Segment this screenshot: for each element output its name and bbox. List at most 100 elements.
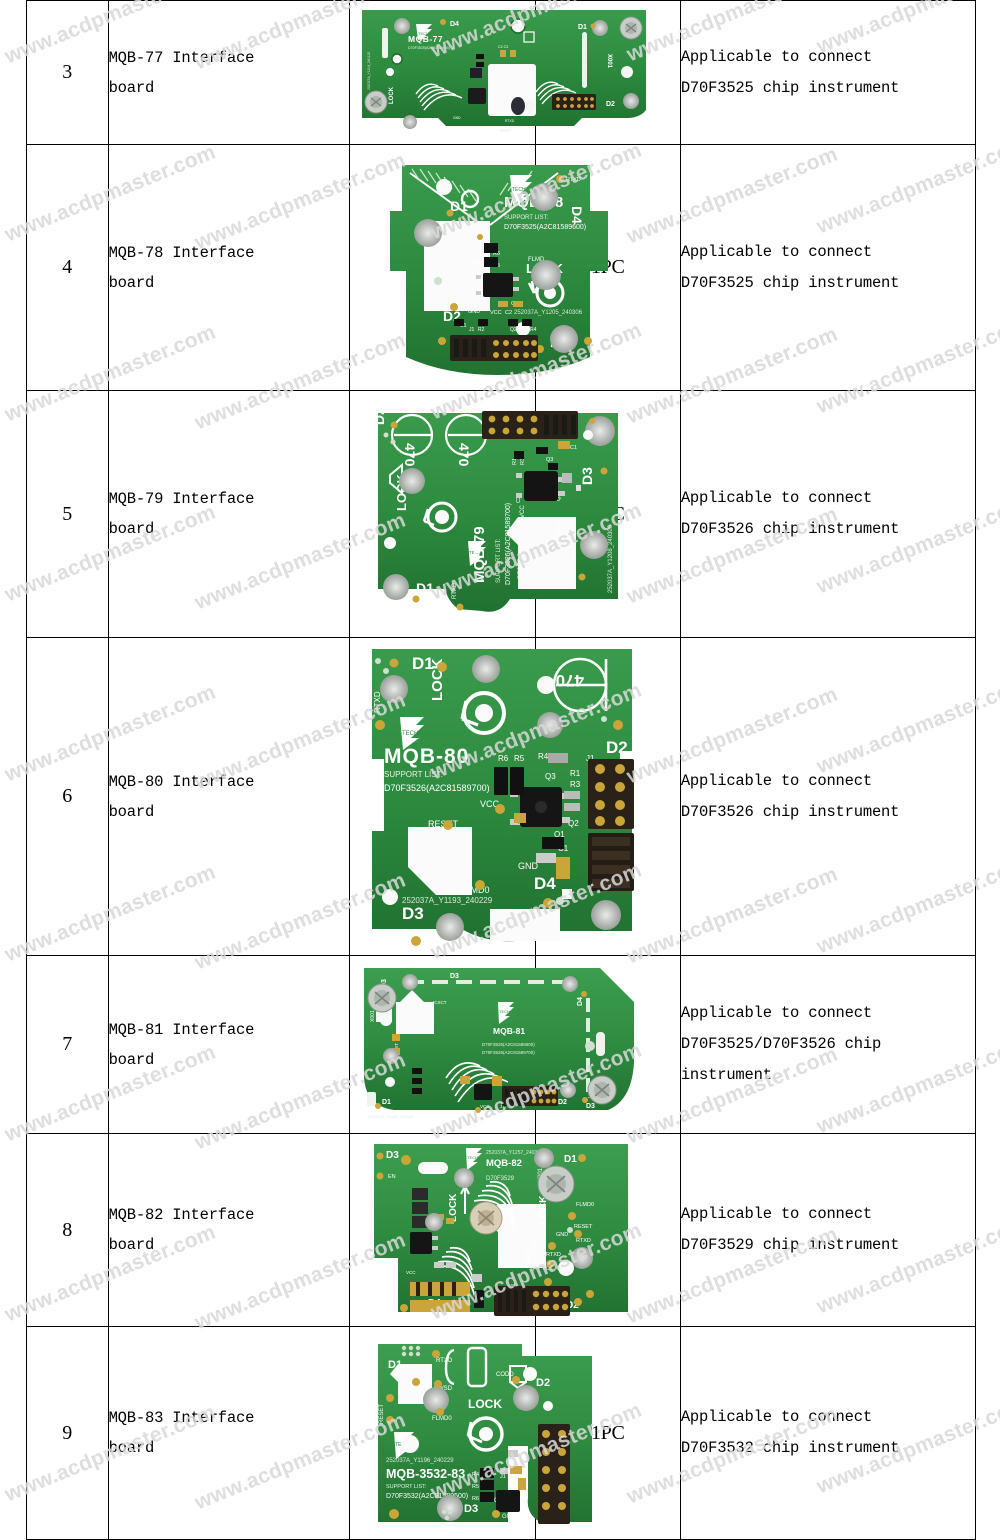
row-number: 8 bbox=[62, 1218, 73, 1241]
pcb-photo-mqb-78: MQB-78 SUPPORT LIST: D70F3525(A2C8158960… bbox=[350, 151, 640, 384]
svg-text:VCC: VCC bbox=[480, 1104, 490, 1109]
svg-text:X001: X001 bbox=[606, 54, 612, 69]
svg-text:TECH: TECH bbox=[469, 550, 481, 555]
svg-text:Q3: Q3 bbox=[473, 259, 480, 265]
row-image-cell: TECH MQB-81 D70F3525(A2C81589600) D70F35… bbox=[348, 955, 634, 1134]
svg-text:J1: J1 bbox=[500, 1104, 505, 1109]
svg-text:EN: EN bbox=[388, 1174, 396, 1180]
svg-text:R4: R4 bbox=[530, 327, 537, 333]
svg-text:C2 C3: C2 C3 bbox=[498, 45, 508, 49]
row-description-cell: Applicable to connect D70F3525 chip inst… bbox=[679, 0, 977, 145]
svg-text:FLMD: FLMD bbox=[528, 257, 545, 263]
svg-text:Q3: Q3 bbox=[546, 457, 553, 463]
svg-text:Q3: Q3 bbox=[545, 772, 556, 781]
svg-text:252037A_Y1104_240115: 252037A_Y1104_240115 bbox=[367, 52, 371, 90]
row-name-cell: MQB-79 Interface board bbox=[107, 390, 350, 638]
svg-text:FLMD0: FLMD0 bbox=[532, 1239, 538, 1257]
row-name-cell: MQB-78 Interface board bbox=[107, 144, 350, 391]
svg-text:D70F3526(A2C81589700): D70F3526(A2C81589700) bbox=[384, 783, 490, 793]
svg-text:D70F3529: D70F3529 bbox=[486, 1176, 515, 1182]
row-image-cell: 470 470 LOCK bbox=[348, 390, 618, 638]
row-name-cell: MQB-77 Interface board bbox=[107, 0, 350, 145]
svg-text:GND: GND bbox=[502, 1514, 516, 1520]
svg-text:LOCK: LOCK bbox=[389, 86, 395, 104]
table-row: 7 MQB-81 Interface board bbox=[26, 955, 977, 1134]
svg-text:MQB-82: MQB-82 bbox=[486, 1158, 522, 1169]
row-image-cell: MQB-78 SUPPORT LIST: D70F3525(A2C8158960… bbox=[348, 144, 608, 391]
table-row: 4 MQB-78 Interface board bbox=[26, 144, 977, 391]
desc-line2: D70F3532 chip instrument bbox=[680, 1439, 900, 1457]
part-name-line1: MQB-78 Interface bbox=[108, 243, 255, 262]
row-number: 9 bbox=[62, 1421, 73, 1444]
row-number: 6 bbox=[62, 785, 73, 807]
svg-text:252037A_Y1196_240229: 252037A_Y1196_240229 bbox=[386, 1458, 454, 1464]
svg-text:RESET: RESET bbox=[518, 558, 524, 578]
row-image-cell: LOCK TECH 252037A_Y1196_240229 MQB-3532-… bbox=[348, 1326, 592, 1540]
row-description-cell: Applicable to connect D70F3529 chip inst… bbox=[679, 1133, 977, 1327]
svg-text:252037A_Y1193_240229: 252037A_Y1193_240229 bbox=[402, 896, 493, 905]
svg-text:Q2: Q2 bbox=[568, 819, 579, 828]
svg-text:R4: R4 bbox=[472, 1472, 479, 1478]
svg-text:D1: D1 bbox=[412, 654, 434, 673]
svg-text:D3: D3 bbox=[450, 973, 459, 980]
svg-text:MQB-3532-83: MQB-3532-83 bbox=[386, 1467, 465, 1481]
row-description-cell: Applicable to connect D70F3532 chip inst… bbox=[679, 1326, 977, 1540]
svg-text:R2: R2 bbox=[478, 327, 485, 333]
svg-text:D70F3526(A2C81589700): D70F3526(A2C81589700) bbox=[505, 502, 512, 584]
svg-text:FLMD0: FLMD0 bbox=[432, 1416, 452, 1422]
svg-text:J1: J1 bbox=[500, 1474, 506, 1480]
svg-text:FLMD0: FLMD0 bbox=[576, 1202, 594, 1208]
parts-table: 3 MQB-77 Interface board bbox=[26, 0, 977, 1540]
desc-line2: D70F3525 chip instrument bbox=[680, 78, 900, 97]
row-number: 5 bbox=[62, 502, 73, 525]
svg-text:D3: D3 bbox=[386, 1150, 399, 1161]
svg-text:TECH: TECH bbox=[402, 731, 418, 737]
svg-text:R1: R1 bbox=[512, 457, 518, 464]
svg-text:SUPPORT LIST:: SUPPORT LIST: bbox=[384, 770, 443, 779]
svg-text:SUPPORT LIST:: SUPPORT LIST: bbox=[496, 538, 502, 582]
part-name-line1: MQB-83 Interface bbox=[108, 1409, 255, 1427]
svg-text:D70F3532(A2C81589500): D70F3532(A2C81589500) bbox=[386, 1493, 468, 1500]
svg-text:252037A_Y1208_240306: 252037A_Y1208_240306 bbox=[608, 524, 614, 593]
svg-text:RTXD: RTXD bbox=[452, 582, 458, 599]
svg-text:VCC: VCC bbox=[520, 504, 526, 517]
row-number-cell: 7 bbox=[26, 955, 109, 1134]
svg-text:470: 470 bbox=[555, 671, 583, 690]
svg-text:D3: D3 bbox=[464, 1503, 478, 1515]
svg-text:GND: GND bbox=[453, 116, 461, 120]
svg-text:D2: D2 bbox=[536, 1377, 550, 1389]
svg-text:SUPPORT LIST:: SUPPORT LIST: bbox=[504, 215, 548, 221]
row-name-cell: MQB-82 Interface board bbox=[107, 1133, 350, 1327]
part-name-line2: board bbox=[108, 1236, 155, 1254]
row-number: 7 bbox=[62, 1033, 73, 1055]
svg-text:D70F3525(A2C81589600): D70F3525(A2C81589600) bbox=[504, 224, 586, 231]
row-number-cell: 4 bbox=[26, 144, 109, 391]
row-name-cell: MQB-81 Interface board bbox=[107, 955, 350, 1134]
svg-text:FLMD0: FLMD0 bbox=[512, 74, 521, 86]
svg-text:R1: R1 bbox=[570, 769, 581, 778]
pcb-photo-mqb-81: TECH MQB-81 D70F3525(A2C81589600) D70F35… bbox=[350, 958, 650, 1131]
svg-text:J1: J1 bbox=[586, 754, 595, 763]
row-number-cell: 9 bbox=[26, 1326, 109, 1540]
row-number-cell: 3 bbox=[26, 0, 109, 145]
svg-text:D4: D4 bbox=[577, 997, 584, 1006]
svg-text:PWSD: PWSD bbox=[434, 1386, 453, 1392]
desc-line1: Applicable to connect bbox=[680, 771, 872, 790]
part-name-line2: board bbox=[108, 1439, 155, 1457]
desc-line1: Applicable to connect bbox=[680, 1408, 872, 1426]
svg-text:D4: D4 bbox=[534, 874, 556, 893]
svg-text:470: 470 bbox=[402, 443, 418, 467]
row-description-cell: Applicable to connect D70F3525/D70F3526 … bbox=[679, 955, 977, 1134]
svg-text:MQB-77: MQB-77 bbox=[408, 34, 443, 44]
svg-text:252037A_Y1205_240306: 252037A_Y1205_240306 bbox=[514, 310, 583, 316]
svg-text:D70F3525(A2C81589600): D70F3525(A2C81589600) bbox=[408, 46, 450, 50]
svg-text:X001: X001 bbox=[370, 1010, 376, 1022]
desc-line1: Applicable to connect bbox=[680, 1004, 872, 1022]
svg-text:D2: D2 bbox=[606, 101, 615, 108]
table-row: 3 MQB-77 Interface board bbox=[26, 0, 977, 145]
svg-text:LOCK: LOCK bbox=[468, 1397, 502, 1411]
svg-text:RTXD: RTXD bbox=[576, 1238, 591, 1244]
row-description-cell: Applicable to connect D70F3526 chip inst… bbox=[679, 390, 977, 638]
svg-text:GND: GND bbox=[556, 1232, 568, 1238]
